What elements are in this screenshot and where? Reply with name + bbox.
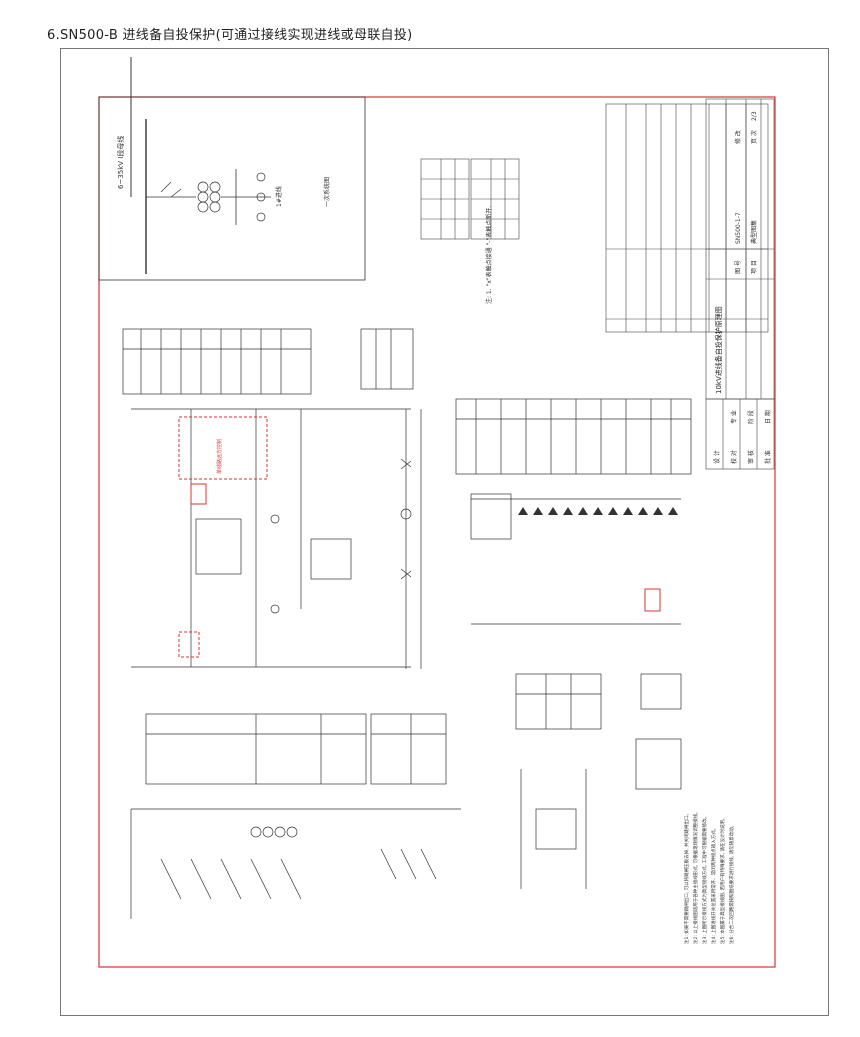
red-frame xyxy=(98,96,776,968)
contact-tables xyxy=(420,158,520,240)
line-label: 1#进线 xyxy=(275,186,283,207)
red-box-4 xyxy=(644,588,661,612)
project-label: 项 目 xyxy=(751,260,758,274)
note-5: 注5: 本图属于典型接线图, 若用户有特殊要求, 请在设计时说明。 xyxy=(719,815,726,944)
terminal-block xyxy=(130,713,461,919)
stage-label: 阶 段 xyxy=(747,410,755,424)
note-4: 注4: 上图进线开关位置采用常开、常闭两种接点输入方式。 xyxy=(710,826,717,944)
legend-note: 注: 1. "x"表触点接通 "-"表触点断开. xyxy=(485,206,493,304)
single-line-diagram xyxy=(98,57,366,281)
signal-circuit xyxy=(455,398,692,625)
center-circuit xyxy=(360,328,422,669)
title-block xyxy=(705,98,775,400)
date-label: 日 期 xyxy=(764,410,772,424)
note-2: 注2: 以上接线图适用于各种主接线形式, 可根据现场情况调整接线。 xyxy=(692,809,699,944)
red-dashed-box-2 xyxy=(178,631,200,658)
drawing-no-label: 图 号 xyxy=(735,260,742,274)
bus-label: 6~35kV I段母线 xyxy=(116,136,125,189)
note-6: 注6: 分合二次回路需按照图纸要求进行接线, 请勿随意改动。 xyxy=(728,823,735,944)
page-value: 2/3 xyxy=(751,111,758,121)
lower-middle-circuit xyxy=(515,673,682,889)
drawing-sheet: 6~35kV I段母线 1#进线 一次系统图 注: 1. "x"表触点接通 "-… xyxy=(60,48,829,1016)
approve-label: 批 准 xyxy=(764,450,772,464)
relay-row xyxy=(518,507,678,515)
page-label: 页 次 xyxy=(750,130,758,144)
revision-label: 修 改 xyxy=(734,130,742,144)
note-3: 注3: 上图所示接线方式为典型接线方式, 工程中可根据需要修改。 xyxy=(701,814,708,944)
note-1: 注1: 如果不需要跳闸出口, 可以将跳闸压板去掉, 并关闭跳闸出口。 xyxy=(683,811,690,944)
schematic-drawing: 6~35kV I段母线 1#进线 一次系统图 注: 1. "x"表触点接通 "-… xyxy=(98,57,776,968)
page-heading: 6.SN500-B 进线备自投保护(可通过接线实现进线或母联自投) xyxy=(47,28,413,43)
check-label: 校 对 xyxy=(730,450,738,464)
design-label: 设 计 xyxy=(713,450,721,464)
major-label: 专 业 xyxy=(730,410,738,424)
dashed-box-label: 单线路远方控制 xyxy=(216,439,223,474)
drawing-no: SN500-1-7 xyxy=(735,212,742,244)
red-dashed-box xyxy=(178,416,268,480)
review-label: 审 核 xyxy=(747,450,755,464)
equipment-table xyxy=(605,103,769,333)
system-note: 一次系统图 xyxy=(323,177,331,207)
project-value: 典型图集 xyxy=(750,220,758,244)
drawing-title: 10kV进线备自投保护原理图 xyxy=(714,306,723,394)
signature-block xyxy=(705,398,775,470)
notes-block: 注1: 如果不需要跳闸出口, 可以将跳闸压板去掉, 并关闭跳闸出口。 注2: 以… xyxy=(683,809,735,944)
control-circuit xyxy=(122,328,411,668)
red-box-3 xyxy=(190,483,207,505)
